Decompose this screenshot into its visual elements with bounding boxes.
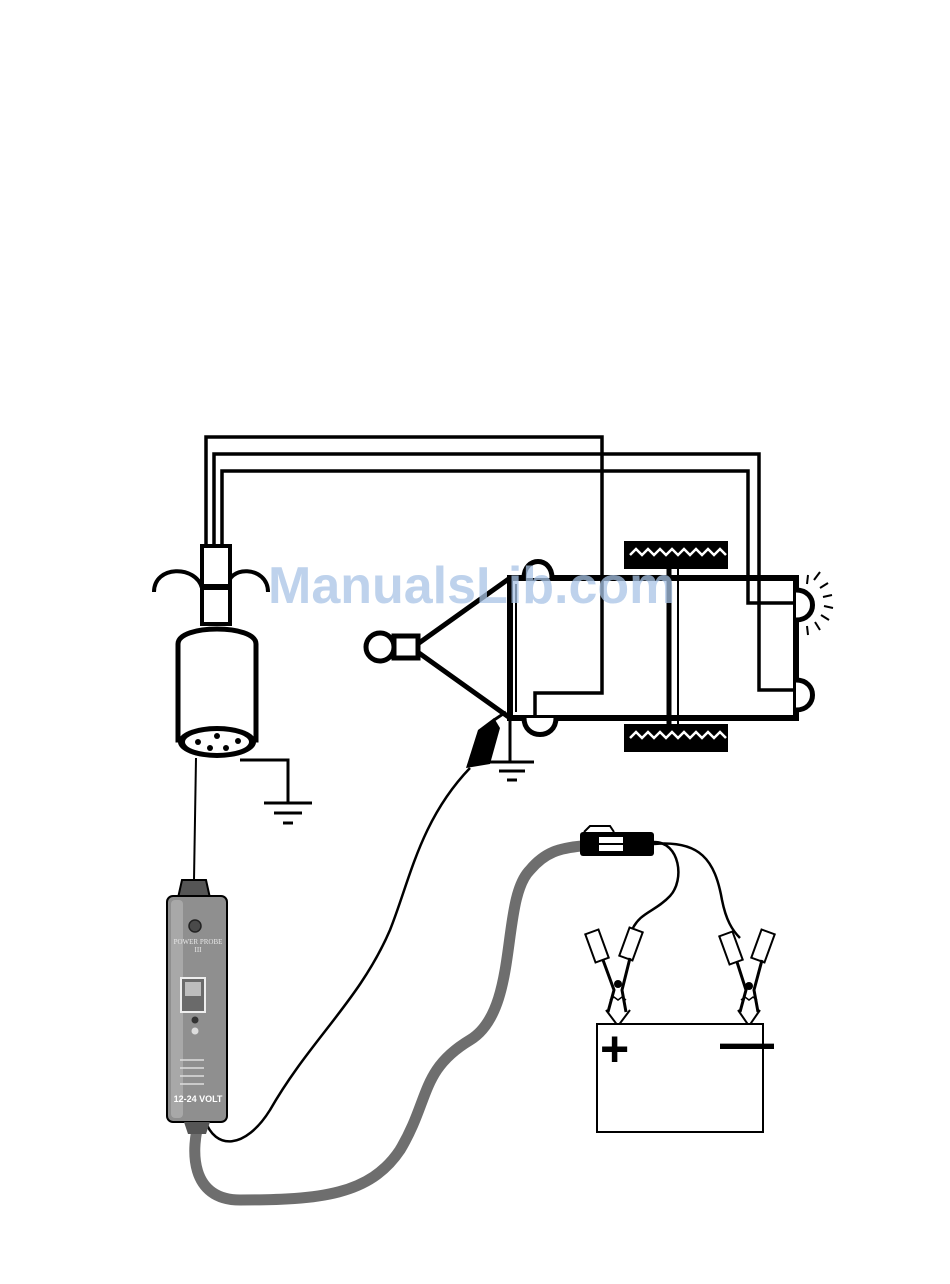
probe-brand-name: POWER PROBE: [172, 938, 224, 946]
probe-tip-needle: [194, 758, 196, 880]
connector-socket-body: [178, 629, 256, 740]
power-cable: [195, 826, 740, 1200]
socket-pin: [223, 745, 229, 751]
socket-pin: [214, 733, 220, 739]
probe-brand-label: POWER PROBE III: [172, 938, 224, 954]
fuse-lead-to-negative: [654, 843, 740, 938]
connector-plug-neck: [202, 588, 230, 624]
probe-cable-boot: [184, 1122, 210, 1134]
probe-indicator-icon: [192, 1017, 199, 1024]
probe-indicator-icon: [192, 1028, 199, 1035]
ground-lead: [205, 712, 506, 1141]
battery-negative-symbol: —: [720, 1012, 774, 1074]
socket-ground-wire: [240, 760, 288, 802]
fuse-clip: [584, 826, 614, 832]
probe-rocker-top: [185, 982, 201, 996]
trailer: [366, 541, 833, 752]
power-cable-gray: [195, 846, 582, 1200]
trailer-hitch-ring: [366, 633, 394, 661]
connector-plug-top: [202, 546, 230, 586]
vehicle-connector: [154, 546, 312, 823]
tail-light-lit: [796, 590, 813, 620]
ground-symbol-icon: [264, 803, 312, 823]
trailer-hitch-coupler: [394, 636, 418, 658]
probe-led-icon: [189, 920, 201, 932]
harness-wire-2: [214, 454, 796, 690]
trailer-frame: [510, 578, 796, 718]
trailer-jack-bottom: [524, 718, 556, 735]
trailer-jack-top: [524, 562, 552, 579]
probe-voltage-label: 12-24 VOLT: [170, 1094, 226, 1104]
socket-pin: [195, 739, 201, 745]
ground-symbol-icon: [490, 762, 534, 780]
socket-pin: [235, 738, 241, 744]
battery-clamp-positive: [585, 928, 642, 1026]
connector-hook-right: [228, 571, 268, 592]
socket-pin: [207, 745, 213, 751]
connector-hook-left: [154, 571, 202, 592]
battery-positive-symbol: +: [600, 1020, 629, 1078]
trailer-tongue: [412, 578, 510, 718]
probe-model-name: III: [172, 946, 224, 954]
tail-light-unlit: [796, 680, 813, 710]
